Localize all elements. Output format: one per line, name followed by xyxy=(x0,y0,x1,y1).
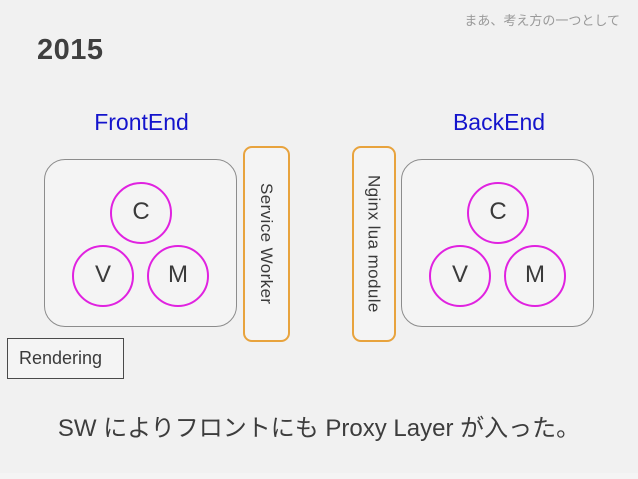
page-title: 2015 xyxy=(37,34,104,66)
frontend-circle-model: M xyxy=(147,245,209,307)
service-worker-box: Service Worker xyxy=(243,146,290,342)
slide-caption: SW によりフロントにも Proxy Layer が入った。 xyxy=(57,415,581,442)
frontend-container: C V M xyxy=(44,159,237,327)
rendering-box: Rendering xyxy=(7,338,124,379)
nginx-lua-module-label: Nginx lua module xyxy=(364,175,384,313)
slide-kicker: まあ、考え方の一つとして xyxy=(464,13,620,28)
frontend-circle-model-label: M xyxy=(168,261,188,288)
frontend-circle-controller: C xyxy=(110,182,172,244)
backend-container: C V M xyxy=(401,159,594,327)
rendering-box-label: Rendering xyxy=(19,348,103,368)
frontend-circle-view-label: V xyxy=(94,261,111,288)
backend-circle-controller: C xyxy=(467,182,529,244)
backend-circle-view: V xyxy=(429,245,491,307)
frontend-circle-controller-label: C xyxy=(132,198,150,225)
backend-circle-controller-label: C xyxy=(489,198,507,225)
backend-circle-view-label: V xyxy=(451,261,468,288)
bottom-strip xyxy=(0,473,638,479)
nginx-lua-module-box: Nginx lua module xyxy=(352,146,396,342)
section-label-backend: BackEnd xyxy=(452,109,546,135)
frontend-circle-view: V xyxy=(72,245,134,307)
service-worker-label: Service Worker xyxy=(257,183,276,305)
backend-circle-model: M xyxy=(504,245,566,307)
section-label-frontend: FrontEnd xyxy=(94,109,189,135)
backend-circle-model-label: M xyxy=(525,261,545,288)
